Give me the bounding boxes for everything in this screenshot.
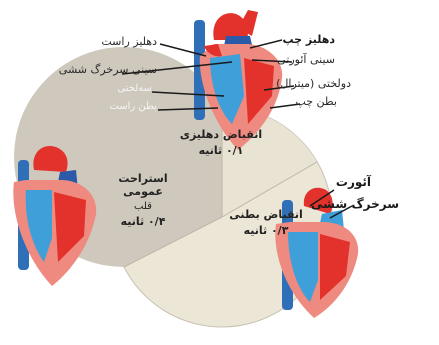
label-left-atrium: دهلیز چپ (283, 34, 336, 45)
phase-atrial-duration: ۰/۱ ثانیه (176, 144, 266, 157)
phase-rest: استراحت عمومی قلب ۰/۴ ثانیه (98, 172, 188, 228)
label-right-ventricle: بطن راست (109, 102, 157, 112)
phase-rest-subtitle: قلب (98, 201, 188, 212)
phase-rest-duration: ۰/۴ ثانیه (98, 215, 188, 228)
phase-rest-title: استراحت عمومی (98, 172, 188, 198)
phase-ventricular: انقباض بطنی ۰/۳ ثانیه (226, 208, 306, 237)
label-aorta: آئورت (336, 176, 371, 188)
phase-atrial-title: انقباض دهلیزی (176, 128, 266, 141)
label-pulmonary-valve: سینی سرخرگ ششی (59, 64, 157, 75)
phase-ventricular-duration: ۰/۳ ثانیه (226, 224, 306, 237)
label-aortic-valve: سینی آئورتی (277, 54, 335, 65)
phase-atrial: انقباض دهلیزی ۰/۱ ثانیه (176, 128, 266, 157)
phase-ventricular-title: انقباض بطنی (226, 208, 306, 221)
label-mitral: دولختی (میترال) (276, 78, 351, 89)
label-pulmonary-artery: سرخرگ ششی (311, 198, 399, 210)
label-right-atrium: دهلیز راست (101, 36, 157, 47)
label-tricuspid: سه‌لختی (117, 84, 152, 94)
label-left-ventricle: بطن چپ (295, 96, 337, 107)
